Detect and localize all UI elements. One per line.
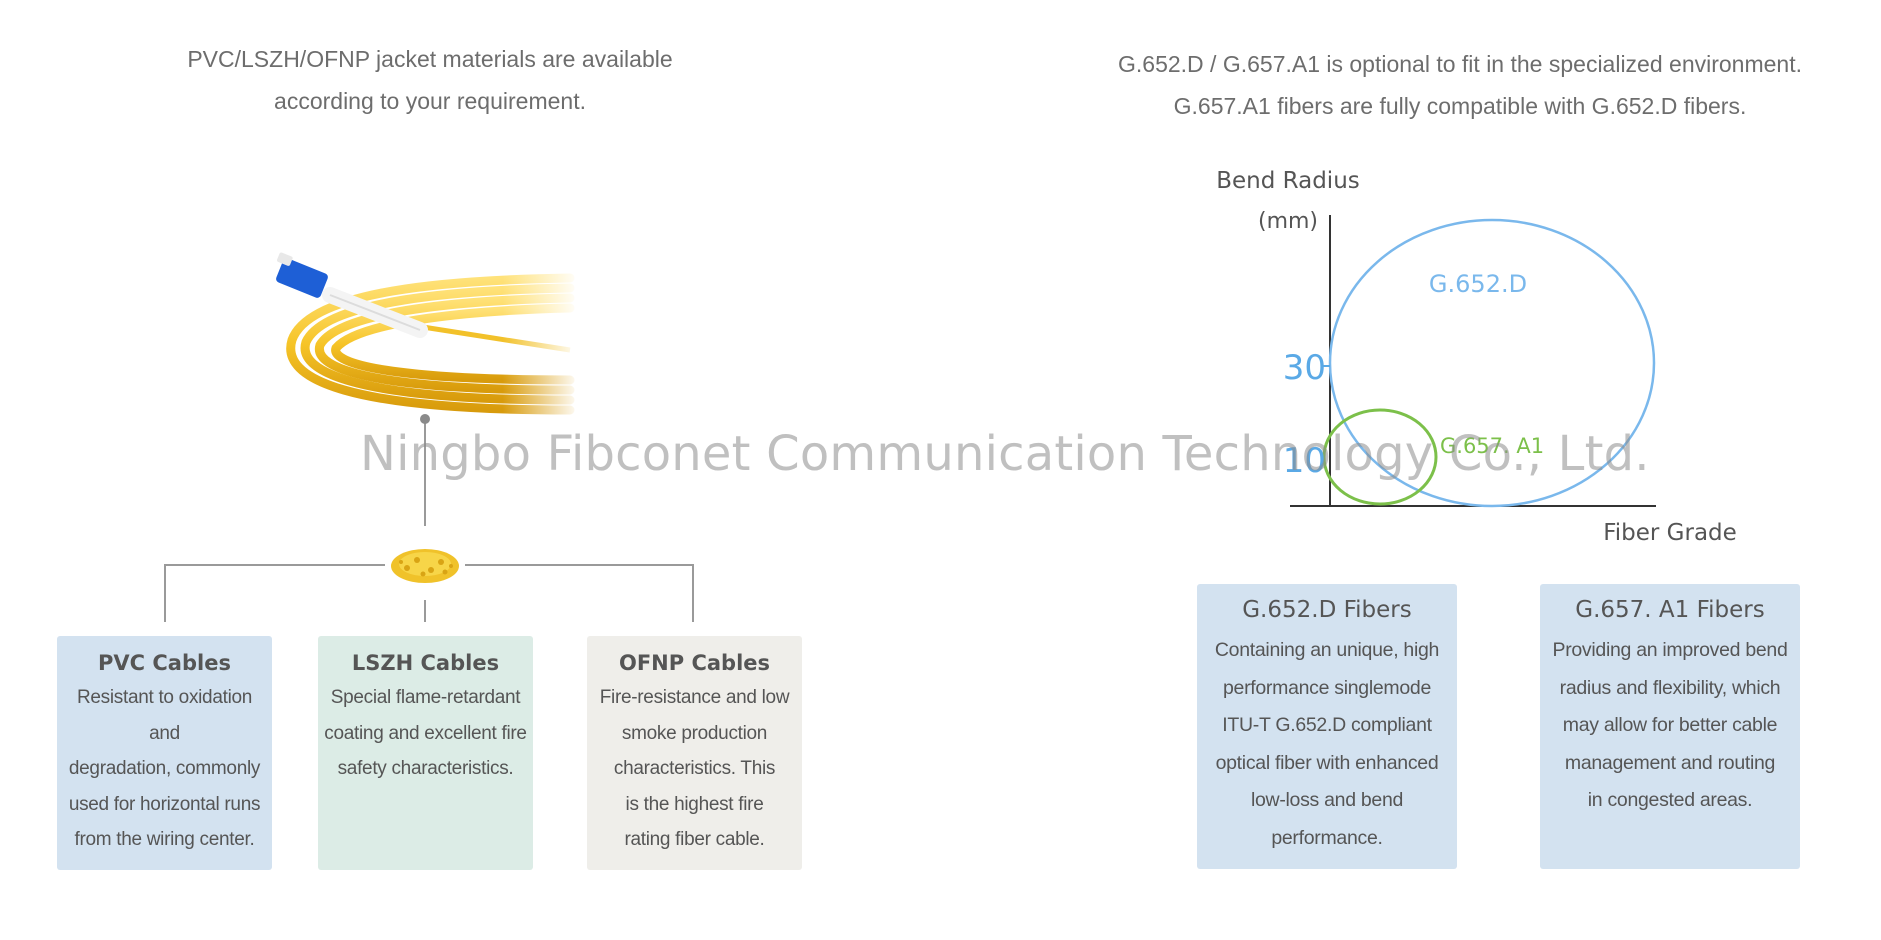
y-tick-10-label: 10 <box>1283 441 1326 481</box>
g652d-desc-line: low-loss and bend <box>1250 789 1404 811</box>
pvc-desc-line: Resistant to oxidation and <box>76 687 253 744</box>
pvc-cables-card: PVC Cables Resistant to oxidation and de… <box>57 636 272 870</box>
y-axis-label-line-2: (mm) <box>1258 209 1318 234</box>
tree-stem-dot <box>420 414 430 424</box>
g657a1-bend-ellipse <box>1322 408 1438 506</box>
g657a1-desc-line: may allow for better cable <box>1562 714 1778 736</box>
lszh-cables-card: LSZH Cables Special flame-retardant coat… <box>318 636 533 870</box>
lszh-desc-line: Special flame-retardant <box>330 687 521 708</box>
ofnp-cables-title: OFNP Cables <box>618 651 771 675</box>
ofnp-cables-card: OFNP Cables Fire-resistance and low smok… <box>587 636 802 870</box>
pvc-desc-line: used for horizontal runs <box>68 793 261 815</box>
y-tick-30-label: 30 <box>1283 348 1326 388</box>
company-watermark: Ningbo Fibconet Communication Technology… <box>360 426 1650 482</box>
g657a1-fibers-description: Providing an improved bend radius and fl… <box>1550 632 1790 820</box>
ofnp-desc-line: Fire-resistance and low <box>599 687 790 708</box>
ofnp-desc-line: is the highest fire <box>625 793 764 815</box>
tree-branch-center <box>424 600 426 622</box>
pvc-cables-description: Resistant to oxidation and degradation, … <box>61 680 268 858</box>
y-axis-label-line-1: Bend Radius <box>1216 168 1360 194</box>
ofnp-desc-line: smoke production <box>621 722 768 744</box>
jacket-heading-line-2: according to your requirement. <box>274 88 586 114</box>
g652d-desc-line: performance singlemode <box>1222 676 1431 699</box>
ofnp-cables-description: Fire-resistance and low smoke production… <box>591 680 798 858</box>
g657a1-desc-line: in congested areas. <box>1587 789 1753 811</box>
g657a1-fibers-title: G.657. A1 Fibers <box>1575 597 1765 623</box>
jacket-heading-line-1: PVC/LSZH/OFNP jacket materials are avail… <box>187 46 673 72</box>
g652d-desc-line: Containing an unique, high <box>1214 639 1440 661</box>
g652d-desc-line: ITU-T G.652.D compliant <box>1222 714 1432 736</box>
lszh-cables-title: LSZH Cables <box>351 651 500 675</box>
jacket-materials-heading: PVC/LSZH/OFNP jacket materials are avail… <box>100 38 760 122</box>
tree-stem-line <box>424 418 426 526</box>
ofnp-desc-line: rating fiber cable. <box>624 829 765 850</box>
g657a1-desc-line: management and routing <box>1564 751 1776 774</box>
ofnp-desc-line: characteristics. This <box>613 758 776 779</box>
g652d-fibers-title: G.652.D Fibers <box>1242 597 1412 623</box>
g652d-fibers-description: Containing an unique, high performance s… <box>1207 632 1447 857</box>
g657a1-ellipse-label: G.657. A1 <box>1440 434 1544 458</box>
lszh-desc-line: coating and excellent fire <box>324 722 527 744</box>
lszh-cables-description: Special flame-retardant coating and exce… <box>322 680 529 787</box>
g652d-desc-line: performance. <box>1271 826 1383 849</box>
pvc-desc-line: from the wiring center. <box>74 829 255 850</box>
tree-branch-right <box>692 564 694 622</box>
lszh-desc-line: safety characteristics. <box>337 758 514 779</box>
g652d-ellipse-label: G.652.D <box>1429 270 1527 298</box>
pvc-desc-line: degradation, commonly <box>68 758 261 779</box>
g652d-bend-ellipse <box>1328 218 1656 508</box>
tree-branch-left <box>164 564 166 622</box>
g657a1-desc-line: Providing an improved bend <box>1552 639 1788 661</box>
g652d-desc-line: optical fiber with enhanced <box>1215 751 1439 774</box>
fiber-heading-line-1: G.652.D / G.657.A1 is optional to fit in… <box>1118 51 1802 77</box>
x-axis-label: Fiber Grade <box>1603 520 1737 546</box>
g657a1-desc-line: radius and flexibility, which <box>1559 676 1781 699</box>
fiber-grade-heading: G.652.D / G.657.A1 is optional to fit in… <box>1060 43 1860 127</box>
bend-radius-diagram: Bend Radius (mm) G.652.D G.657. A1 30 10… <box>1216 168 1737 546</box>
jacket-pellets-illustration <box>385 540 465 590</box>
g652d-fibers-card: G.652.D Fibers Containing an unique, hig… <box>1197 584 1457 869</box>
g657a1-fibers-card: G.657. A1 Fibers Providing an improved b… <box>1540 584 1800 869</box>
fiber-heading-line-2: G.657.A1 fibers are fully compatible wit… <box>1173 93 1747 119</box>
pvc-cables-title: PVC Cables <box>98 651 231 675</box>
